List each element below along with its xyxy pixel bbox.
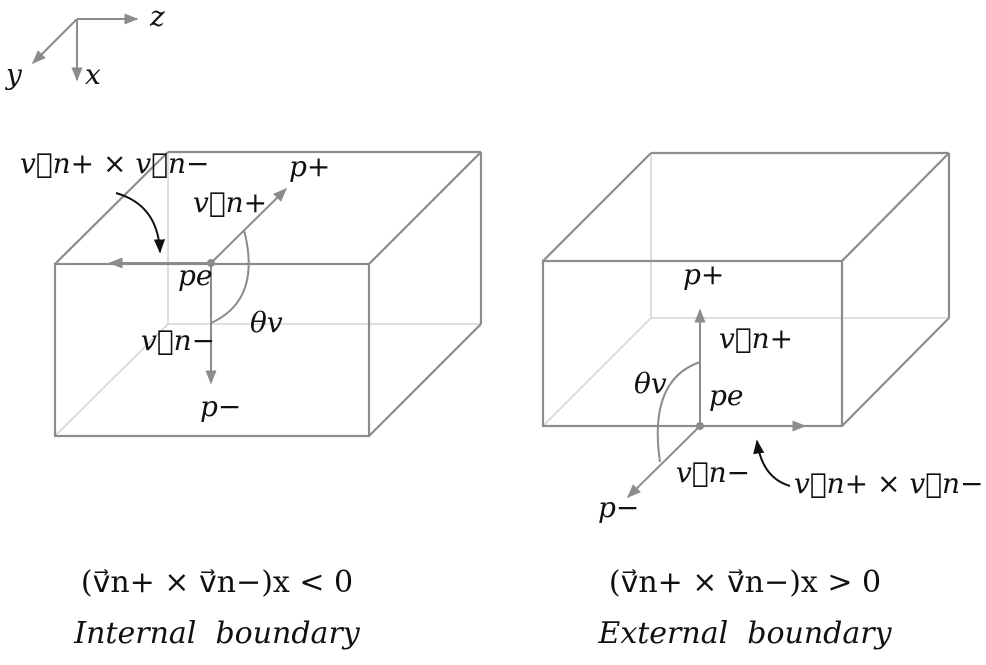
left-labels: v⃗n+ × v⃗n− p+ v⃗n+ pe θv v⃗n− p− [20,147,330,423]
left-box [53,150,483,438]
left-condition: (v⃗n+ × v⃗n−)x < 0 [81,565,353,600]
captions: (v⃗n+ × v⃗n−)x < 0 Internal boundary (v⃗… [73,565,892,651]
x-axis-label: x [85,58,101,91]
y-axis-label: y [4,58,23,91]
left-title: Internal boundary [73,616,361,651]
right-pe-label: pe [709,379,744,412]
right-p-minus-label: p− [598,491,639,524]
left-theta-arc [210,229,250,324]
left-vn-plus-arrow [210,188,287,264]
y-axis-arrow [32,18,78,64]
right-vn-plus-label: v⃗n+ [719,322,793,355]
right-cross-label: v⃗n+ × v⃗n− [794,467,984,500]
left-pe-label: pe [178,259,213,292]
right-theta-arc [656,361,701,463]
left-point-pe [207,259,215,267]
right-vn-minus-label: v⃗n− [676,456,750,489]
right-condition: (v⃗n+ × v⃗n−)x > 0 [609,565,881,600]
right-title: External boundary [597,616,892,651]
left-vectors [108,188,287,385]
axis-triad: z y x [4,0,165,91]
right-p-plus-label: p+ [683,258,724,291]
left-cross-label: v⃗n+ × v⃗n− [20,147,210,180]
right-vn-minus-arrow [627,425,701,498]
right-labels: p+ v⃗n+ θv pe v⃗n− v⃗n+ × v⃗n− p− [598,258,984,524]
right-curl-arrow [753,439,791,487]
right-point-pe [696,422,704,430]
left-vn-plus-label: v⃗n+ [193,186,267,219]
left-theta-label: θv [250,306,283,339]
right-box [541,151,951,428]
z-axis-label: z [149,0,165,33]
right-theta-label: θv [634,367,667,400]
left-curl-arrow [115,192,166,254]
left-p-minus-label: p− [200,390,241,423]
left-p-plus-label: p+ [289,150,330,183]
right-vectors [627,308,807,498]
left-vn-minus-label: v⃗n− [141,324,215,357]
